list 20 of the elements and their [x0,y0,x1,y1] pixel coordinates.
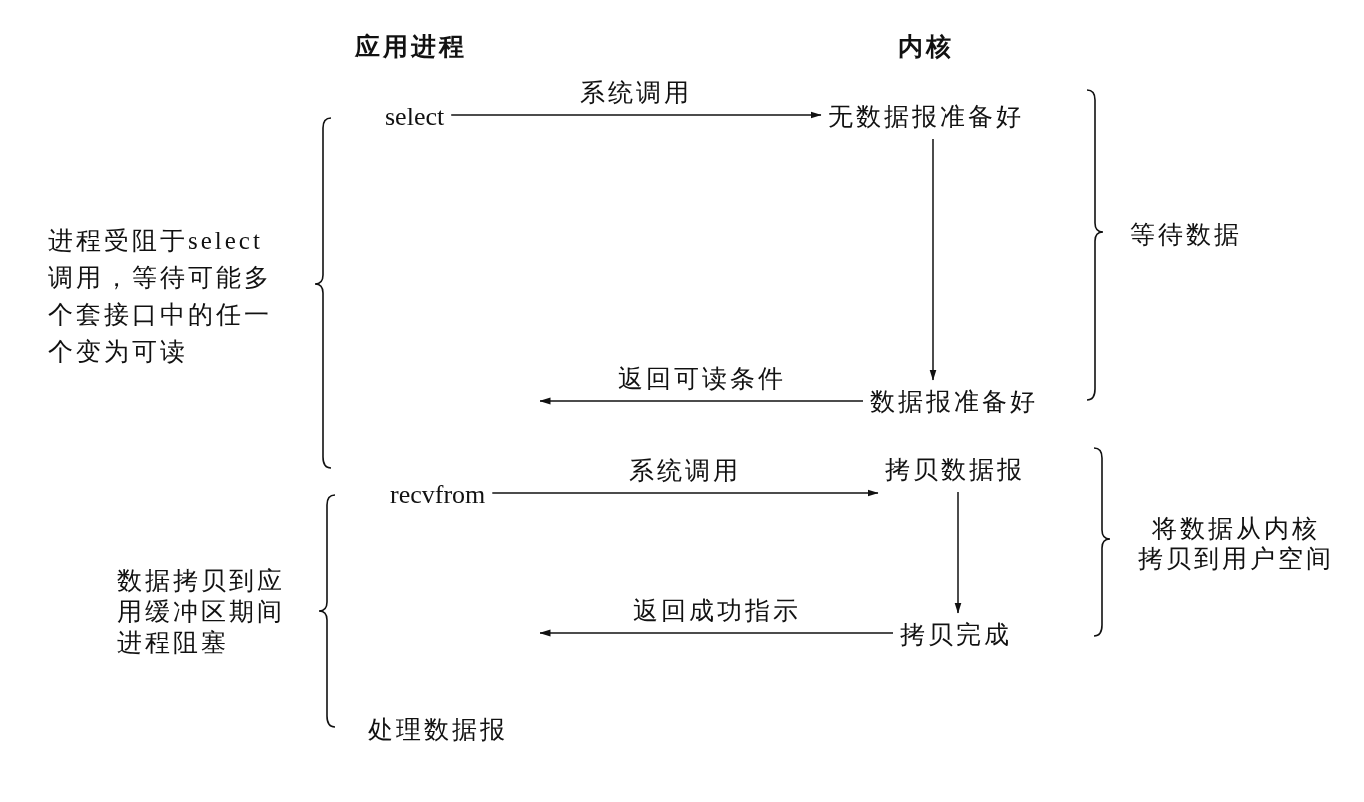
brace-note: 数据拷贝到应用缓冲区期间进程阻塞 [117,566,286,658]
brace-note: 等待数据 [1130,220,1242,250]
state-label: 无数据报准备好 [828,102,1024,132]
step-label: 处理数据报 [368,715,508,745]
arrow [539,397,864,405]
brace-note: 将数据从内核拷贝到用户空间 [1137,514,1335,574]
state-label: 拷贝完成 [900,620,1012,650]
state-label: 拷贝数据报 [885,455,1025,485]
arrow [450,111,822,119]
arrow [929,138,937,381]
arrow [954,491,962,614]
brace-note: 进程受阻于select调用，等待可能多个套接口中的任一个变为可读 [48,226,273,367]
column-heading: 应用进程 [355,32,467,62]
state-label: 数据报准备好 [870,387,1038,417]
edge-label: 返回可读条件 [617,364,786,394]
call-label: recvfrom [390,480,486,510]
column-heading: 内核 [898,32,954,62]
arrow [539,629,894,637]
arrow [491,489,879,497]
call-label: select [385,102,445,132]
